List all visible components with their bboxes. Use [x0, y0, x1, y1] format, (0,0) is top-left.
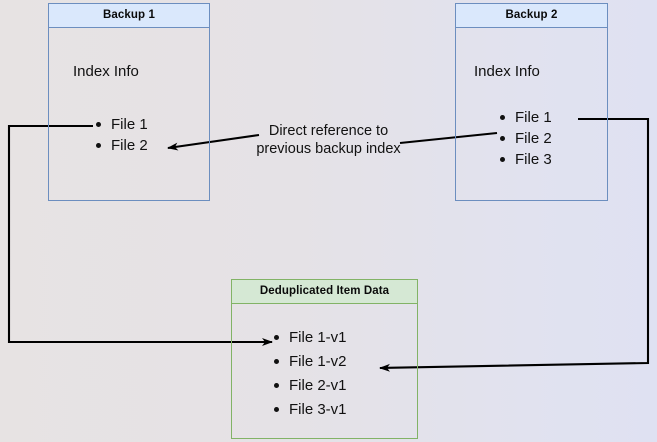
connector-backup2-file1-to-dedup-file1v2 — [379, 117, 650, 372]
backup1-box[interactable]: Backup 1 Index Info File 1 File 2 — [48, 3, 210, 201]
connector-backup2-file2-to-caption — [399, 131, 498, 145]
backup1-body: Index Info File 1 File 2 — [49, 28, 209, 198]
backup1-header-label: Backup 1 — [103, 9, 155, 21]
list-item[interactable]: File 3-v1 — [271, 398, 347, 422]
backup2-body: Index Info File 1 File 2 File 3 — [456, 28, 607, 198]
backup1-header: Backup 1 — [49, 4, 209, 28]
backup1-index-info-label: Index Info — [73, 63, 139, 80]
deduplicated-item-data-box[interactable]: Deduplicated Item Data File 1-v1 File 1-… — [231, 279, 418, 439]
list-item[interactable]: File 1 — [497, 107, 552, 128]
list-item[interactable]: File 1-v1 — [271, 326, 347, 350]
dedup-file-list: File 1-v1 File 1-v2 File 2-v1 File 3-v1 — [271, 326, 347, 422]
backup2-box[interactable]: Backup 2 Index Info File 1 File 2 File 3 — [455, 3, 608, 201]
backup2-header-label: Backup 2 — [505, 9, 558, 21]
backup2-index-info-label: Index Info — [474, 63, 540, 80]
list-item[interactable]: File 3 — [497, 149, 552, 170]
caption-line-2: previous backup index — [256, 141, 401, 157]
caption-line-1: Direct reference to — [268, 123, 389, 139]
connector-caption-to-backup1-file2 — [167, 133, 260, 151]
list-item[interactable]: File 1-v2 — [271, 350, 347, 374]
connector-backup1-file1-to-dedup-file1v1 — [7, 124, 273, 346]
list-item[interactable]: File 2-v1 — [271, 374, 347, 398]
list-item[interactable]: File 1 — [93, 114, 148, 135]
backup1-file-list: File 1 File 2 — [93, 114, 148, 156]
list-item[interactable]: File 2 — [497, 128, 552, 149]
dedup-header-label: Deduplicated Item Data — [259, 285, 390, 297]
dedup-body: File 1-v1 File 1-v2 File 2-v1 File 3-v1 — [232, 304, 417, 436]
list-item[interactable]: File 2 — [93, 135, 148, 156]
backup2-header: Backup 2 — [456, 4, 607, 28]
backup2-file-list: File 1 File 2 File 3 — [497, 107, 552, 170]
direct-reference-caption: Direct reference to previous backup inde… — [246, 122, 411, 158]
dedup-header: Deduplicated Item Data — [232, 280, 417, 304]
